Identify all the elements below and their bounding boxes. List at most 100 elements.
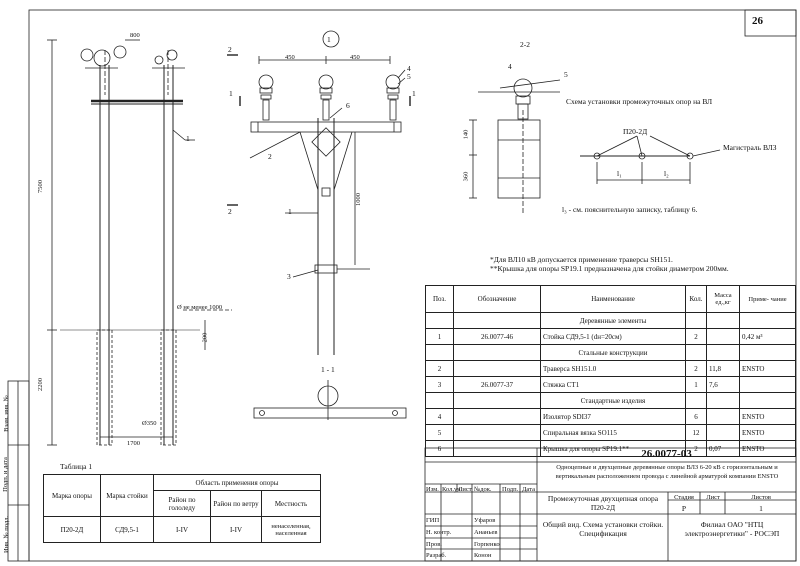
- table1-mark: П20-2Д: [43, 516, 101, 543]
- spec-header-row: Поз. Обозначение Наименование Кол. Масса…: [425, 285, 796, 313]
- dim-450-left: 450: [285, 54, 295, 61]
- spec-qty: 2: [685, 360, 707, 377]
- spec-note: ENSTO: [739, 424, 796, 441]
- spec-note: ENSTO: [739, 440, 796, 457]
- spec-qty: 1: [685, 376, 707, 393]
- spec-designation: [453, 408, 541, 425]
- pos-label-3: 3: [287, 272, 291, 281]
- stamp-sheet-title: Общий вид. Схема установки стойки. Специ…: [542, 520, 664, 538]
- spec-designation: 26.0077-46: [453, 328, 541, 345]
- note-2: **Крышка для опоры SP19.1 предназначена …: [490, 264, 729, 273]
- spec-pos: 4: [425, 408, 454, 425]
- stamp-person: Конон: [474, 552, 492, 559]
- dim-1700: 1700: [127, 440, 140, 447]
- table1-pole: СД9,5-1: [100, 516, 154, 543]
- stamp-object: Промежуточная двухцепная опора П20-2Д: [547, 494, 659, 512]
- sheet-frame: [28, 9, 797, 562]
- spec-section-title: Стандартные изделия: [540, 392, 686, 409]
- scheme-l2: l₂: [664, 169, 669, 178]
- table1-caption: Таблица 1: [60, 462, 93, 471]
- pos-label-1-center: 1: [288, 207, 292, 216]
- spec-pos: 5: [425, 424, 454, 441]
- stamp-person: Ананьев: [474, 529, 498, 536]
- table1-h-pole: Марка стойки: [100, 474, 154, 517]
- spec-h-note: Приме- чание: [739, 285, 796, 313]
- table1-h-ice: Район по гололеду: [153, 490, 211, 517]
- section-mark-2-bottom: 2: [228, 207, 232, 216]
- stamp-col-sign: Подп.: [502, 486, 519, 493]
- view-marker-1: 1: [327, 35, 331, 44]
- sheet-number: 26: [752, 15, 763, 27]
- spec-designation: [453, 360, 541, 377]
- side-field-inv: Инв. № подл.: [3, 515, 11, 554]
- stamp-col-kol: Кол.уч: [442, 486, 461, 493]
- scheme-title: Схема установки промежуточных опор на ВЛ: [566, 97, 713, 106]
- spec-name: Стяжка СТ1: [540, 376, 686, 393]
- sheet-number-box: [744, 9, 797, 37]
- stamp-title: Одноцепные и двухцепные деревянные опоры…: [555, 464, 779, 480]
- table1-h-terrain: Местность: [261, 490, 321, 517]
- scheme-l3-note: l₃ - см. пояснительную записку, таблицу …: [562, 205, 698, 214]
- table1-h-wind: Район по ветру: [210, 490, 262, 517]
- stamp-h-sheet: Лист: [706, 494, 720, 501]
- pos-label-5: 5: [407, 72, 411, 81]
- spec-h-mass: Масса ед.,кг: [706, 285, 740, 313]
- pos-label-6: 6: [346, 101, 350, 110]
- insulator-left: [258, 74, 274, 121]
- spec-designation: [453, 440, 541, 457]
- dim-140: 140: [462, 129, 470, 140]
- stamp-code: 26.0077-03: [641, 448, 692, 460]
- spec-pos: 2: [425, 360, 454, 377]
- spec-mass: [706, 328, 740, 345]
- spec-row: 5 Спиральная вязка SO115 12 ENSTO: [425, 424, 796, 441]
- stamp-col-izm: Изм.: [426, 486, 439, 493]
- pos-label-2: 2: [268, 152, 272, 161]
- spec-qty: 6: [685, 408, 707, 425]
- spec-pos: 3: [425, 376, 454, 393]
- stamp-person: Уфаров: [474, 517, 496, 524]
- stamp-col-list: Лист: [458, 486, 472, 493]
- spec-h-designation: Обозначение: [453, 285, 541, 313]
- table1-ice: I-IV: [153, 516, 211, 543]
- spec-row: 1 26.0077-46 Стойка СД9,5-1 (dн=20см) 2 …: [425, 328, 796, 345]
- spec-name: Траверса SH151.0: [540, 360, 686, 377]
- spec-row: 4 Изолятор SDI37 6 ENSTO: [425, 408, 796, 425]
- spec-section-row: Стандартные изделия: [425, 392, 796, 409]
- section-2-2: [469, 78, 561, 215]
- table1-h-mark: Марка опоры: [43, 474, 101, 517]
- stamp-col-date: Дата: [522, 486, 535, 493]
- spec-note: 0,42 м³: [739, 328, 796, 345]
- dim-350: Ø350: [142, 420, 157, 427]
- specification-table: Поз. Обозначение Наименование Кол. Масса…: [425, 285, 796, 457]
- crossarm-view: [239, 30, 411, 355]
- stamp-org: Филиал ОАО "НТЦ электроэнергетики" - РОС…: [684, 520, 780, 538]
- table1-h-area: Область применения опоры: [153, 474, 321, 491]
- spec-qty: 2: [685, 440, 707, 457]
- spec-designation: 26.0077-37: [453, 376, 541, 393]
- section-1-1-title: 1 - 1: [321, 365, 335, 374]
- dim-7500: 7500: [37, 180, 44, 193]
- pos-label-1-left: 1: [186, 134, 190, 143]
- spec-mass: [706, 424, 740, 441]
- depth-note: Ø не менее 1000: [177, 304, 223, 311]
- pole-general-view: [47, 39, 238, 446]
- stamp-col-doc: №док.: [474, 486, 492, 493]
- application-table: Марка опоры Марка стойки Область примене…: [43, 474, 321, 543]
- spec-qty: 12: [685, 424, 707, 441]
- side-field-sign-date: Подп. и дата: [1, 457, 9, 492]
- table1-row: П20-2Д СД9,5-1 I-IV I-IV ненаселенная, н…: [43, 516, 321, 543]
- spec-designation: [453, 424, 541, 441]
- section-mark-1-left: 1: [229, 89, 233, 98]
- spec-name: Стойка СД9,5-1 (dн=20см): [540, 328, 686, 345]
- table1-terrain: ненаселенная, населенная: [261, 516, 321, 543]
- dim-2200: 2200: [37, 378, 44, 391]
- spec-note: [739, 376, 796, 393]
- spec-section-row: Стальные конструкции: [425, 344, 796, 361]
- pos-label-4: 4: [407, 64, 411, 73]
- spec-section-title: Стальные конструкции: [540, 344, 686, 361]
- spec-mass: 11,8: [706, 360, 740, 377]
- installation-scheme: [580, 135, 721, 184]
- spec-note: ENSTO: [739, 360, 796, 377]
- spec-qty: 2: [685, 328, 707, 345]
